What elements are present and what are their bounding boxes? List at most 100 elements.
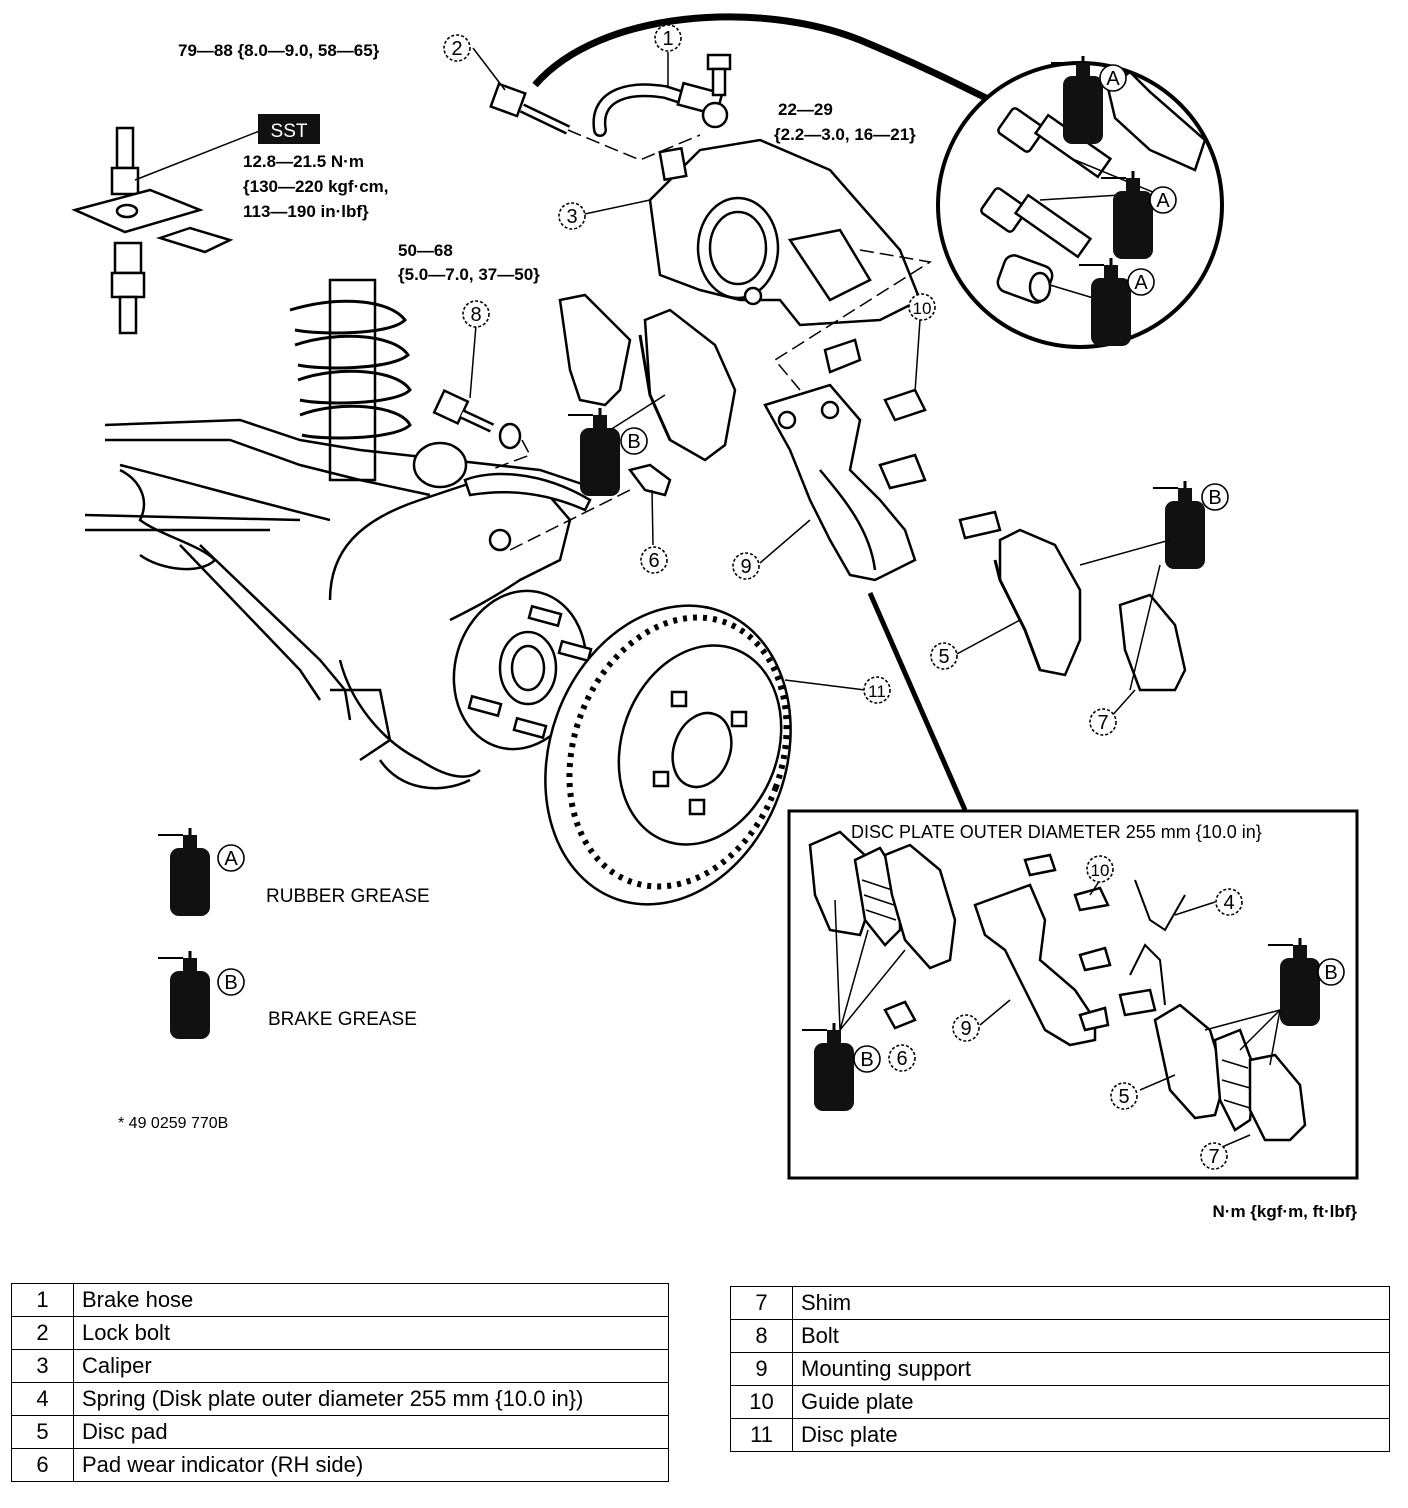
callout-6: 6 [640, 546, 668, 574]
callout-label: 6 [896, 1048, 907, 1070]
part-number-cell: 10 [730, 1385, 793, 1419]
callout-label: 9 [960, 1018, 971, 1040]
inner-shim [558, 293, 632, 407]
disc-plate [544, 604, 792, 906]
grease-mark-b: B [853, 1045, 881, 1073]
callout-label: 10 [1091, 861, 1110, 880]
sst-tool [71, 126, 263, 335]
grease-letter: B [1208, 487, 1221, 509]
grease-letter: B [627, 431, 640, 453]
callout-label: 9 [740, 556, 751, 578]
torque-sst-3: 113—190 in·lbf} [243, 202, 369, 221]
torque-bolt8-2: {5.0—7.0, 37—50} [398, 265, 540, 284]
callout-label: 11 [868, 682, 886, 701]
callout-6: 6 [888, 1044, 916, 1072]
grease-mark-b: B [217, 968, 245, 996]
inset-pointer-line [867, 591, 968, 812]
bolt-8 [432, 388, 522, 450]
grease-mark-a: A [1127, 268, 1155, 296]
part-name-cell: Brake hose [73, 1283, 669, 1317]
inset-title: DISC PLATE OUTER DIAMETER 255 mm {10.0 i… [851, 822, 1262, 842]
mounting-support [763, 383, 917, 582]
grease-letter: A [224, 848, 238, 870]
grease-letter: A [1106, 68, 1120, 90]
dust-boot [1106, 70, 1207, 172]
guide-plate-upper [823, 338, 1002, 540]
torque-sst-2: {130—220 kgf·cm, [243, 177, 389, 196]
callout-label: 8 [470, 304, 481, 326]
grease-letter: B [224, 972, 237, 994]
callout-label: 5 [1118, 1086, 1129, 1108]
grease-letter: A [1134, 272, 1148, 294]
callout-5: 5 [1110, 1082, 1138, 1110]
lock-bolt [489, 82, 571, 135]
banjo-bolt [706, 53, 732, 97]
part-name-cell: Mounting support [792, 1352, 1390, 1386]
callout-label: 3 [566, 206, 577, 228]
wheel-hub [452, 589, 593, 751]
callout-1: 1 [654, 24, 682, 52]
callout-label: 6 [648, 550, 659, 572]
callout-4: 4 [1215, 888, 1243, 916]
part-name-cell: Lock bolt [73, 1316, 669, 1350]
bushing [996, 254, 1054, 304]
part-name-cell: Disc plate [792, 1418, 1390, 1452]
torque-hose-bolt-1: 22—29 [778, 100, 833, 119]
part-number-cell: 9 [730, 1352, 793, 1386]
legend-rubber-grease: RUBBER GREASE [266, 886, 430, 907]
grease-mark-a: A [217, 844, 245, 872]
grease-letter-marks: A A A B B B B A B [217, 64, 1345, 1073]
callout-markers: 1 2 3 8 10 6 9 5 11 7 10 4 9 6 5 7 [443, 24, 1243, 1170]
callout-label: 4 [1223, 892, 1234, 914]
callout-label: 7 [1208, 1146, 1219, 1168]
callout-10: 10 [1086, 855, 1114, 883]
brake-hose-line [532, 13, 1002, 109]
callout-label: 5 [938, 646, 949, 668]
outer-disc-pad [993, 528, 1082, 677]
outer-shim [1118, 593, 1187, 692]
grease-mark-a: A [1149, 186, 1177, 214]
torque-hose-bolt-2: {2.2—3.0, 16—21} [774, 125, 916, 144]
callout-label: 10 [913, 299, 932, 318]
part-number-cell: 4 [11, 1382, 74, 1416]
grease-mark-b: B [620, 427, 648, 455]
grease-letter: B [1324, 962, 1337, 984]
legend-grease-can-a [156, 826, 212, 918]
steering-knuckle [328, 441, 592, 790]
grease-mark-b: B [1317, 958, 1345, 986]
part-number-cell: 8 [730, 1319, 793, 1353]
callout-11: 11 [863, 676, 891, 704]
inset-parts [808, 830, 1307, 1142]
callout-label: 7 [1097, 712, 1108, 734]
grease-can-b2 [1151, 479, 1207, 571]
part-name-cell: Spring (Disk plate outer diameter 255 mm… [73, 1382, 669, 1416]
sst-badge-text: SST [271, 121, 308, 142]
inner-disc-pad [638, 308, 737, 462]
grease-letter: B [860, 1049, 873, 1071]
part-name-cell: Caliper [73, 1349, 669, 1383]
callout-7: 7 [1089, 708, 1117, 736]
part-number-cell: 1 [11, 1283, 74, 1317]
part-number-cell: 11 [730, 1418, 793, 1452]
part-name-cell: Shim [792, 1286, 1390, 1320]
torque-bolt8-1: 50—68 [398, 241, 453, 260]
grease-letter: A [1156, 190, 1170, 212]
part-name-cell: Pad wear indicator (RH side) [73, 1448, 669, 1482]
part-number-cell: 6 [11, 1448, 74, 1482]
callout-label: 2 [451, 38, 462, 60]
suspension-arm [84, 418, 601, 762]
part-number-cell: 2 [11, 1316, 74, 1350]
caliper [648, 138, 922, 327]
coil-spring [289, 278, 412, 482]
callout-10: 10 [908, 293, 936, 321]
